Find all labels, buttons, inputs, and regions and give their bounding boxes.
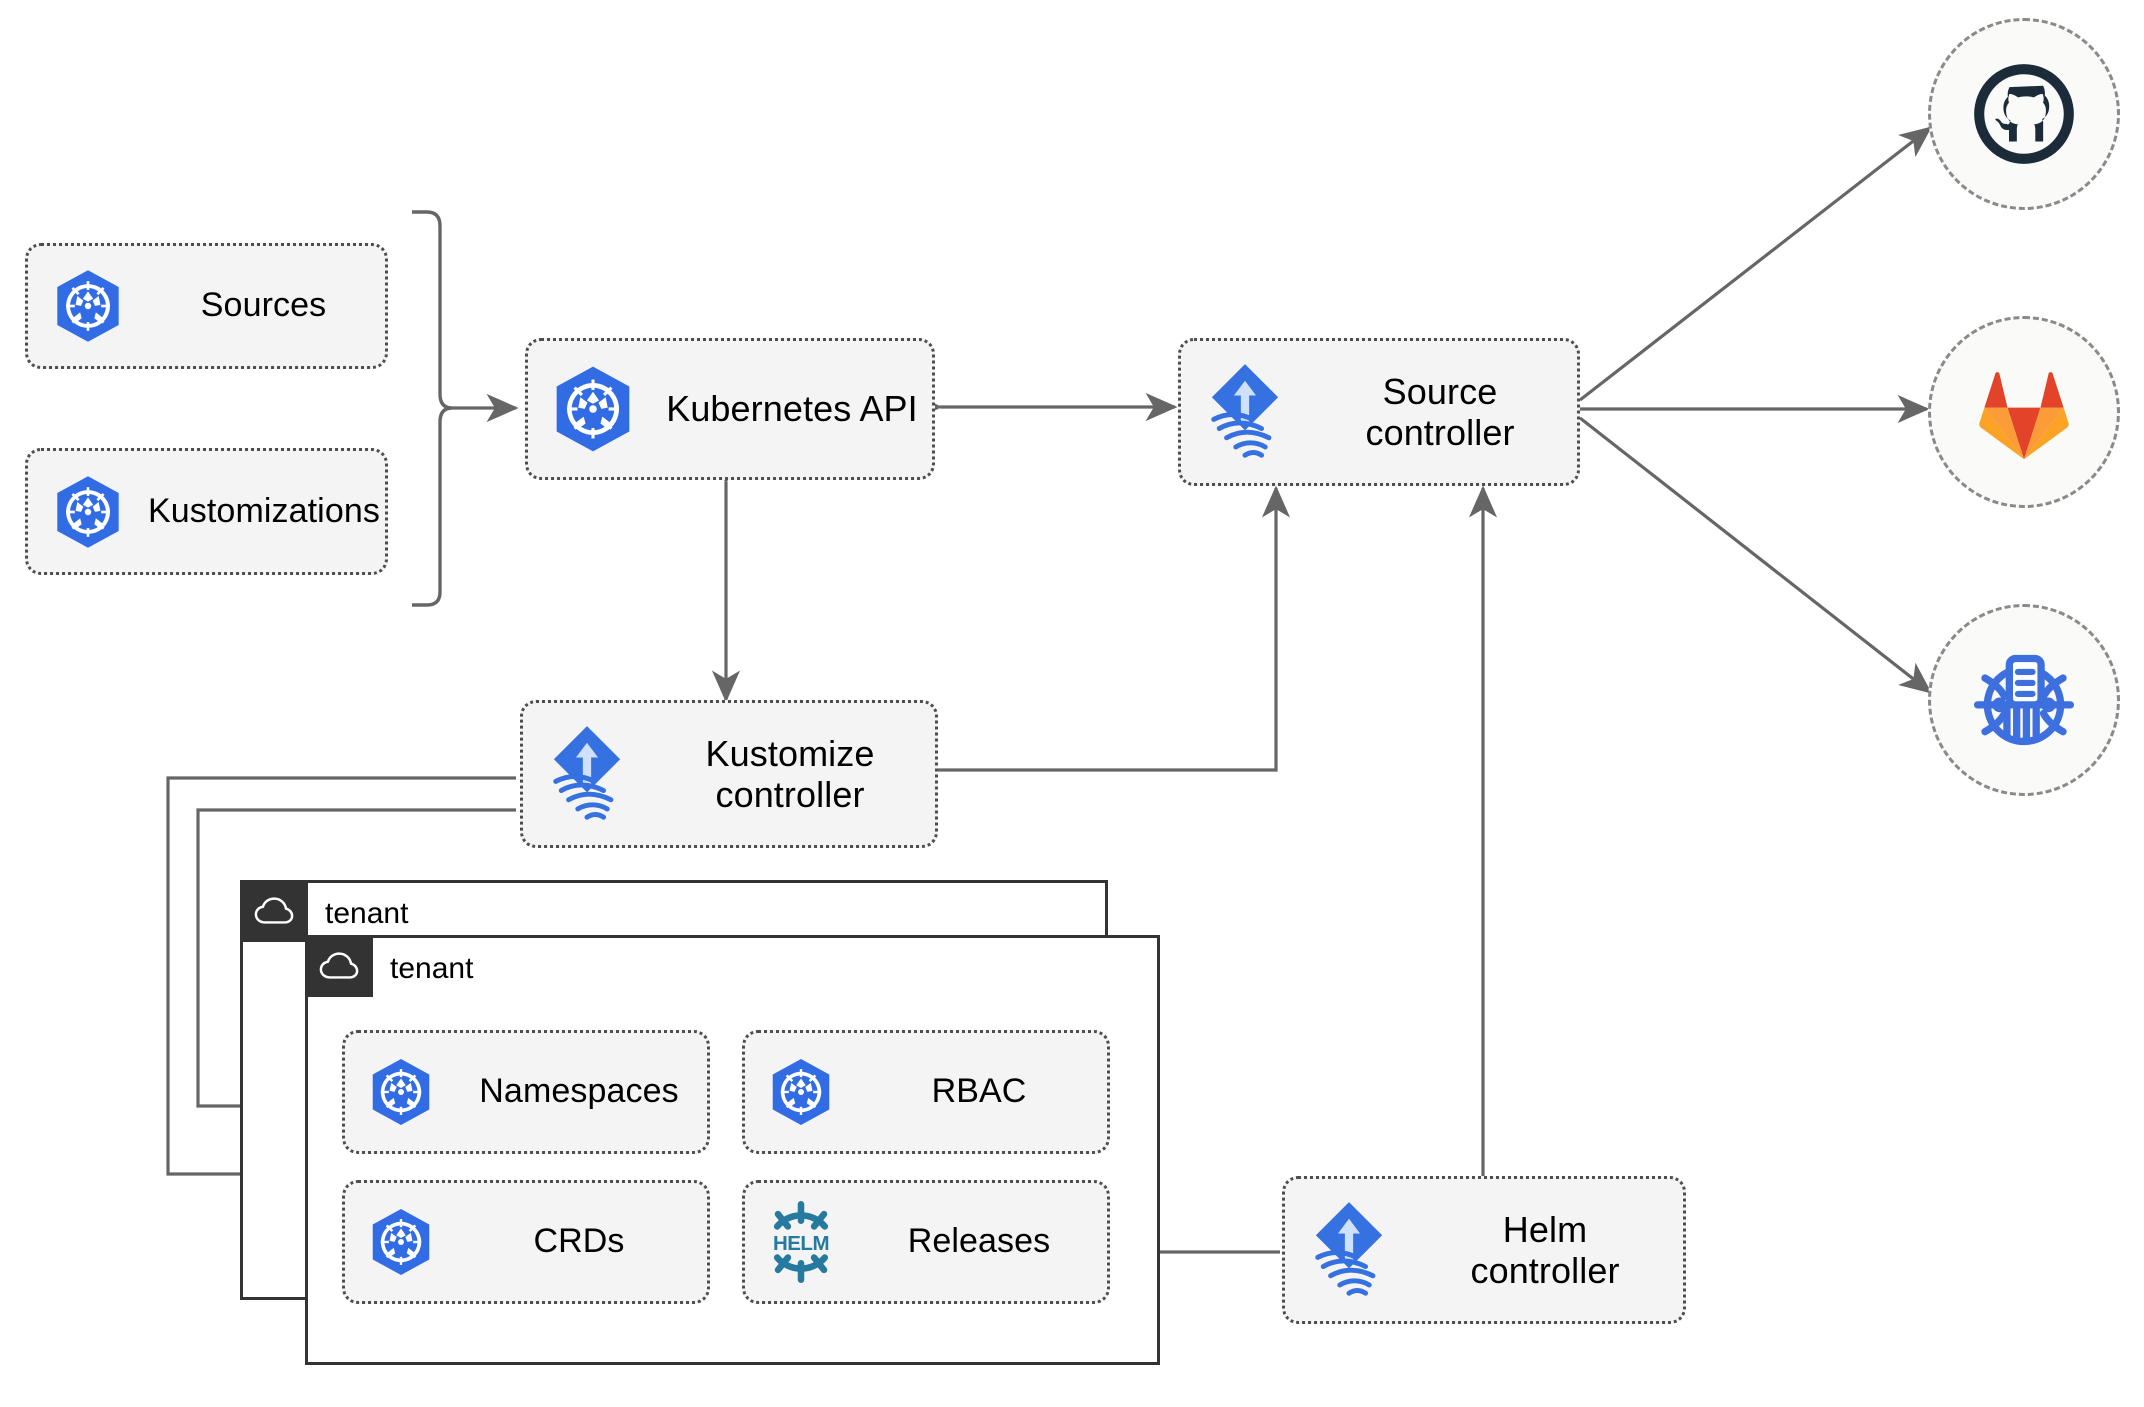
node-helm-controller-label: Helm controller (1470, 1208, 1620, 1291)
resource-card-sources-label: Sources (200, 286, 327, 325)
tenant-resource-rbac[interactable]: RBAC (742, 1030, 1110, 1154)
tenant-front-label: tenant (390, 952, 474, 985)
provider-gitlab[interactable] (1928, 316, 2120, 508)
tenant-resource-rbac-label: RBAC (931, 1072, 1027, 1111)
flux-icon (523, 722, 651, 826)
group-brace (412, 210, 453, 607)
kubernetes-icon (345, 1207, 457, 1277)
node-kustomize-controller[interactable]: Kustomize controller (520, 700, 938, 848)
edge-source-controller-oci (1579, 416, 1933, 694)
tenant-resource-crds[interactable]: CRDs (342, 1180, 710, 1304)
kubernetes-icon (745, 1057, 857, 1127)
edge-kustomize-controller-source-controller (937, 485, 1291, 772)
tenant-resource-crds-label: CRDs (533, 1222, 625, 1261)
provider-oci-registry[interactable] (1928, 604, 2120, 796)
node-source-controller-label: Source controller (1365, 370, 1515, 453)
tenant-resource-releases-label: Releases (907, 1222, 1051, 1261)
kubernetes-icon (345, 1057, 457, 1127)
kubernetes-icon (28, 268, 148, 344)
kubernetes-icon (28, 474, 148, 550)
resource-card-sources[interactable]: Sources (25, 243, 388, 369)
edge-source-controller-github (1579, 126, 1933, 402)
node-kubernetes-api-label: Kubernetes API (666, 388, 918, 430)
svg-text:HELM: HELM (773, 1232, 829, 1255)
helm-repository-icon (1973, 654, 2075, 746)
github-icon (1974, 64, 2074, 164)
helm-icon: HELM (745, 1199, 857, 1285)
provider-github[interactable] (1928, 18, 2120, 210)
node-source-controller[interactable]: Source controller (1178, 338, 1580, 486)
cloud-icon (319, 952, 359, 979)
node-kustomize-controller-label: Kustomize controller (705, 732, 875, 815)
tenant-resource-namespaces-label: Namespaces (479, 1072, 679, 1111)
gitlab-icon (1979, 372, 2069, 460)
tenant-back-tab (240, 880, 308, 942)
resource-card-kustomizations-label: Kustomizations (148, 491, 380, 530)
tenant-front-tab (305, 935, 373, 997)
resource-card-kustomizations[interactable]: Kustomizations (25, 448, 388, 575)
tenant-resource-releases[interactable]: HELM Releases (742, 1180, 1110, 1304)
node-kubernetes-api[interactable]: Kubernetes API (525, 338, 935, 480)
tenant-resource-namespaces[interactable]: Namespaces (342, 1030, 710, 1154)
flux-icon (1181, 360, 1309, 464)
flux-icon (1285, 1198, 1413, 1302)
kubernetes-icon (528, 364, 658, 454)
cloud-icon (254, 897, 294, 924)
tenant-back-label: tenant (325, 897, 409, 930)
node-helm-controller[interactable]: Helm controller (1282, 1176, 1686, 1324)
